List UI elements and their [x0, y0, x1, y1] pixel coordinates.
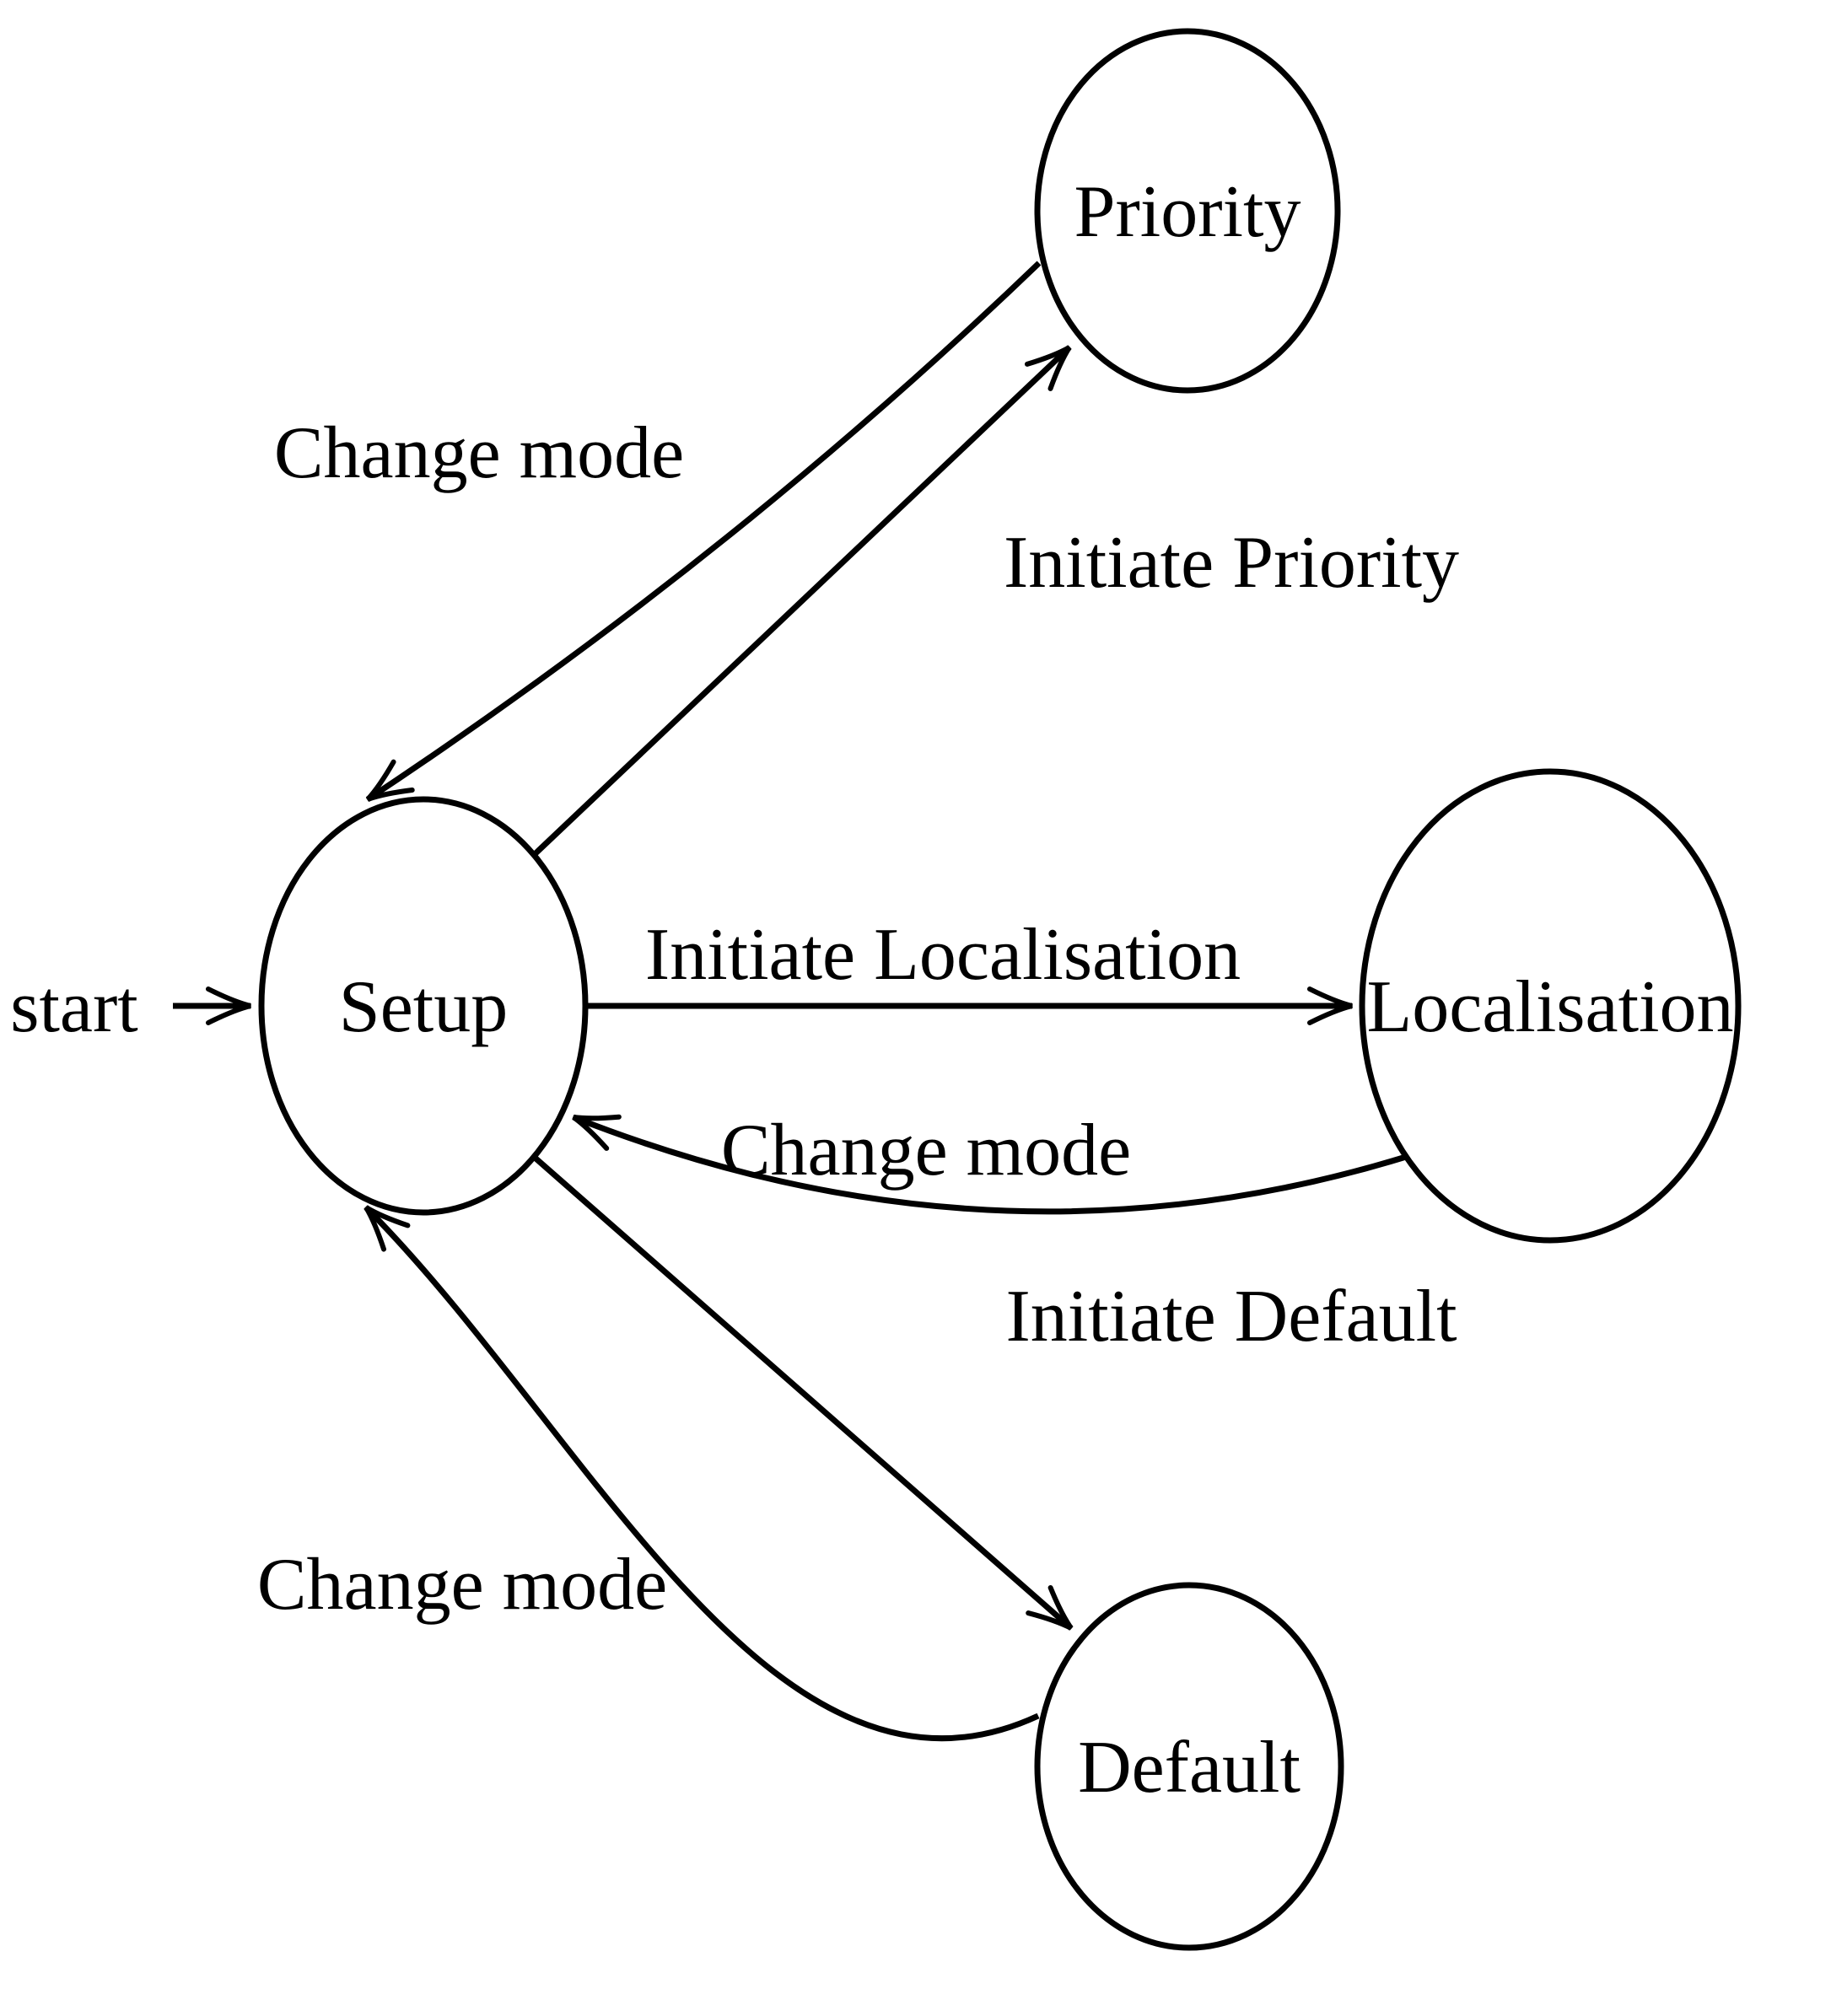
edge-setup-to-priority	[531, 345, 1072, 857]
state-localisation-circle	[1359, 768, 1742, 1244]
edge-label-change-mode-bottom: Change mode	[257, 1544, 667, 1626]
state-default-label: Default	[1078, 1727, 1301, 1809]
start-label: start	[10, 966, 138, 1048]
edge-priority-to-setup	[365, 261, 1042, 802]
edge-label-change-mode-top: Change mode	[274, 412, 684, 494]
edge-setup-to-default	[531, 1154, 1074, 1631]
edge-label-change-mode-middle: Change mode	[721, 1110, 1131, 1191]
edge-label-initiate-priority: Initiate Priority	[1004, 522, 1459, 604]
state-priority-label: Priority	[1074, 171, 1301, 253]
state-priority-circle	[1034, 28, 1341, 394]
edge-localisation-to-setup	[572, 1114, 1408, 1215]
state-default-circle	[1034, 1582, 1344, 1951]
state-localisation-label: Localisation	[1367, 966, 1734, 1048]
state-setup-label: Setup	[339, 966, 508, 1048]
edge-default-to-setup	[364, 1205, 1040, 1741]
edge-label-initiate-default: Initiate Default	[1005, 1276, 1457, 1357]
edge-label-initiate-localisation: Initiate Localisation	[645, 914, 1241, 996]
state-setup-circle	[258, 796, 589, 1216]
